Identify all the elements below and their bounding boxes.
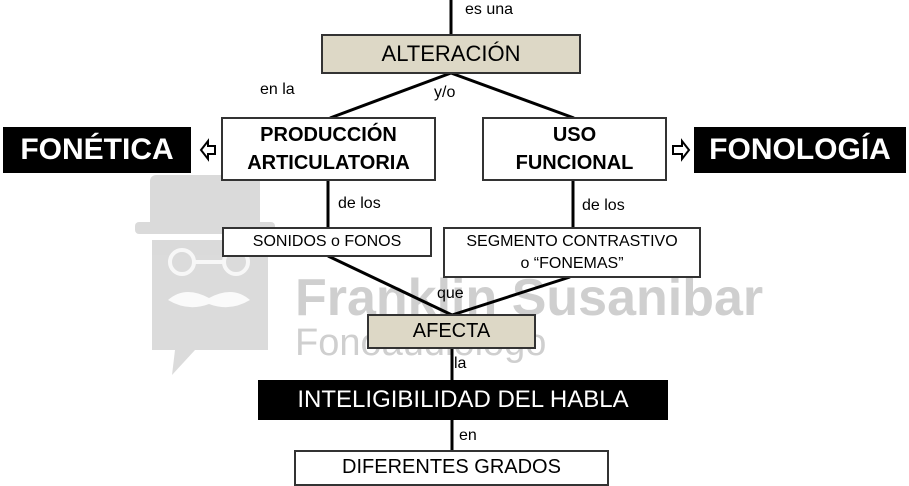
node-fonetica-text: FONÉTICA: [20, 133, 174, 166]
line-sonidos-afecta: [327, 254, 453, 317]
link-la: la: [454, 355, 467, 372]
node-produccion-line1: PRODUCCIÓN: [260, 124, 397, 146]
node-alteracion-text: ALTERACIÓN: [381, 41, 521, 66]
link-que: que: [437, 285, 464, 302]
link-es-una: es una: [465, 1, 514, 18]
line-alteracion-uso: [450, 71, 575, 120]
link-y-o: y/o: [434, 84, 456, 101]
node-produccion-articulatoria: PRODUCCIÓN ARTICULATORIA: [221, 117, 436, 181]
node-produccion-line2: ARTICULATORIA: [247, 152, 410, 174]
line-alteracion-produccion: [329, 71, 452, 120]
node-inteligibilidad: INTELIGIBILIDAD DEL HABLA: [258, 380, 668, 420]
node-alteracion: ALTERACIÓN: [321, 34, 581, 74]
node-fonetica: FONÉTICA: [3, 127, 191, 173]
node-diferentes-text: DIFERENTES GRADOS: [342, 456, 561, 478]
node-uso-line1: USO: [552, 124, 597, 146]
node-fonologia: FONOLOGÍA: [694, 127, 906, 173]
node-segmento-line1: SEGMENTO CONTRASTIVO: [466, 232, 678, 250]
connector-lines: [199, 0, 691, 452]
node-fonologia-text: FONOLOGÍA: [709, 133, 891, 166]
watermark-logo-icon: [135, 175, 275, 375]
line-segmento-afecta: [451, 275, 571, 317]
link-de-los-right: de los: [582, 197, 625, 214]
arrow-right-icon: [672, 138, 691, 162]
node-segmento-line2: o “FONEMAS”: [520, 254, 624, 272]
node-uso-line2: FUNCIONAL: [515, 152, 634, 174]
node-segmento: SEGMENTO CONTRASTIVO o “FONEMAS”: [443, 227, 701, 278]
node-afecta: AFECTA: [367, 314, 536, 349]
concept-map: Franklin Susanibar Fonoaudiólogo ALTERAC…: [3, 0, 906, 486]
node-sonidos: SONIDOS o FONOS: [222, 227, 432, 257]
link-en: en: [459, 427, 477, 444]
node-uso-funcional: USO FUNCIONAL: [482, 117, 667, 181]
node-diferentes-grados: DIFERENTES GRADOS: [294, 450, 609, 486]
node-inteligibilidad-text: INTELIGIBILIDAD DEL HABLA: [297, 386, 629, 413]
link-en-la: en la: [260, 81, 295, 98]
arrow-left-icon: [199, 138, 216, 162]
node-afecta-text: AFECTA: [412, 320, 491, 342]
node-sonidos-text: SONIDOS o FONOS: [252, 233, 402, 250]
link-de-los-left: de los: [338, 195, 381, 212]
